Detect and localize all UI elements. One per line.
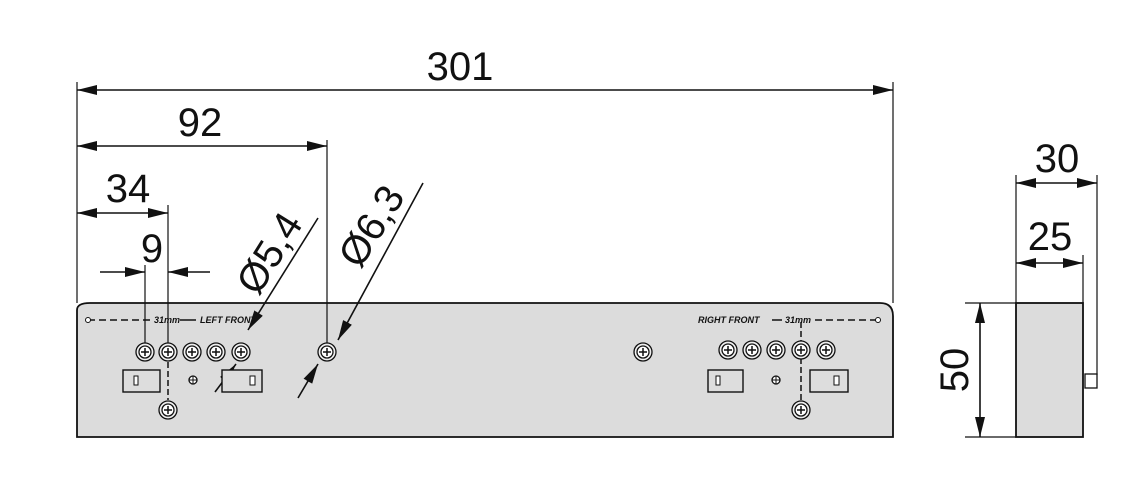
dim-9: 9 bbox=[141, 227, 163, 271]
plate-front-view bbox=[76, 302, 894, 438]
dim-34: 34 bbox=[106, 167, 151, 211]
mounting-hole bbox=[633, 342, 653, 362]
side-dimension-lines bbox=[975, 178, 1097, 437]
right-hole-group: RIGHT FRONT 31mm bbox=[698, 315, 881, 420]
left-front-label: LEFT FRONT bbox=[200, 315, 257, 325]
plate-side-view bbox=[1015, 302, 1084, 438]
dim-92: 92 bbox=[178, 101, 223, 145]
left-spacing-label: 31mm bbox=[154, 315, 180, 325]
dim-25: 25 bbox=[1028, 215, 1073, 259]
dim-30: 30 bbox=[1035, 137, 1080, 181]
mounting-hole bbox=[317, 342, 337, 362]
dim-301: 301 bbox=[427, 45, 494, 89]
dim-diameter-5-4: Ø5,4 bbox=[228, 205, 311, 302]
dimension-lines bbox=[77, 85, 893, 399]
side-bracket bbox=[1084, 373, 1098, 389]
left-hole-group: 31mm LEFT FRONT bbox=[85, 315, 263, 420]
dim-50: 50 bbox=[933, 348, 977, 393]
side-extension-lines bbox=[965, 175, 1098, 438]
right-front-label: RIGHT FRONT bbox=[698, 315, 761, 325]
dim-diameter-6-3: Ø6,3 bbox=[330, 178, 413, 275]
right-spacing-label: 31mm bbox=[785, 315, 811, 325]
